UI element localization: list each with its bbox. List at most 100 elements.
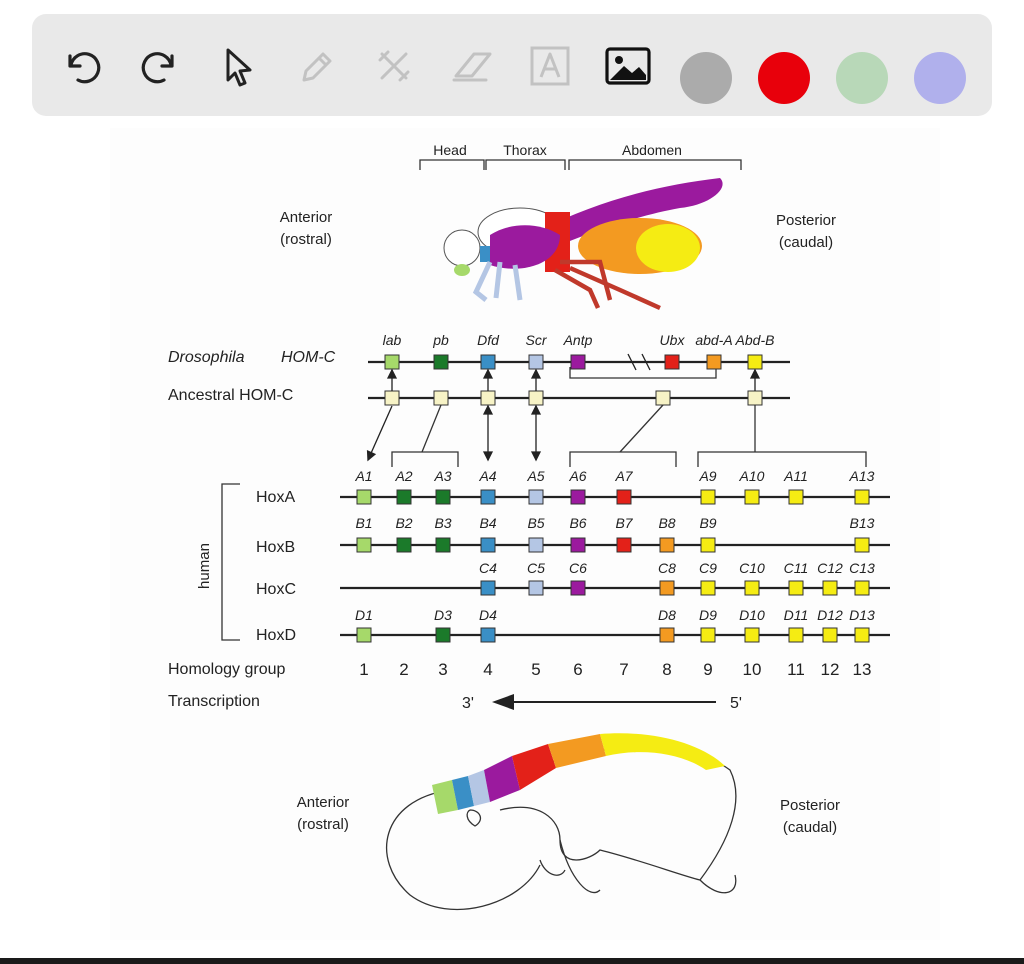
homology-group-number: 3 bbox=[438, 660, 447, 679]
homology-group-number: 5 bbox=[531, 660, 540, 679]
hoxa-gene-label: A2 bbox=[394, 468, 412, 484]
hoxd-gene-box bbox=[854, 627, 870, 643]
hoxd-gene-box bbox=[356, 627, 372, 643]
hoxd-gene-label: D10 bbox=[739, 607, 765, 623]
hoxa-gene-label: A13 bbox=[849, 468, 875, 484]
ancestral-gene-box bbox=[655, 390, 671, 406]
pen-button[interactable] bbox=[290, 40, 342, 92]
hoxa-gene-box bbox=[854, 489, 870, 505]
hoxc-gene-label: C10 bbox=[739, 560, 765, 576]
hoxc-gene-label: C9 bbox=[699, 560, 717, 576]
ancestral-gene-box bbox=[480, 390, 496, 406]
hoxb-gene-box bbox=[854, 537, 870, 553]
hoxa-gene-box bbox=[435, 489, 451, 505]
fly-anterior-label: Anterior bbox=[280, 209, 333, 226]
hoxc-gene-label: C4 bbox=[479, 560, 497, 576]
hoxb-gene-box bbox=[616, 537, 632, 553]
hoxb-gene-label: B13 bbox=[850, 515, 875, 531]
hoxd-label: HoxD bbox=[256, 627, 296, 644]
hoxb-gene-box bbox=[480, 537, 496, 553]
transcription-label: Transcription bbox=[168, 693, 260, 710]
pen-icon bbox=[302, 52, 332, 82]
hoxc-gene-label: C5 bbox=[527, 560, 545, 576]
fly-gene-label: Ubx bbox=[660, 332, 686, 348]
hoxd-gene-label: D4 bbox=[479, 607, 497, 623]
hoxd-gene-box bbox=[788, 627, 804, 643]
hoxc-gene-box bbox=[659, 580, 675, 596]
hoxd-gene-box bbox=[700, 627, 716, 643]
select-button[interactable] bbox=[212, 40, 264, 92]
homology-group-number: 6 bbox=[573, 660, 582, 679]
hoxb-gene-label: B9 bbox=[699, 515, 716, 531]
hoxd-gene-label: D11 bbox=[784, 607, 809, 623]
cursor-icon bbox=[226, 48, 252, 87]
ancestral-gene-box bbox=[747, 390, 763, 406]
hoxb-gene-label: B2 bbox=[395, 515, 412, 531]
hoxd-gene-label: D9 bbox=[699, 607, 717, 623]
hoxb-gene-label: B3 bbox=[434, 515, 451, 531]
ancestral-gene-box bbox=[528, 390, 544, 406]
hoxb-gene-box bbox=[700, 537, 716, 553]
eraser-icon bbox=[452, 52, 492, 82]
hoxa-label: HoxA bbox=[256, 489, 295, 506]
hoxc-label: HoxC bbox=[256, 581, 296, 598]
homology-group-number: 8 bbox=[662, 660, 671, 679]
tools-button[interactable] bbox=[368, 40, 420, 92]
eraser-button[interactable] bbox=[446, 40, 498, 92]
hoxa-gene-box bbox=[700, 489, 716, 505]
color-swatch-green[interactable] bbox=[836, 52, 888, 104]
ancestral-homc-label: Ancestral HOM-C bbox=[168, 387, 293, 404]
hoxc-gene-label: C13 bbox=[849, 560, 875, 576]
ancestral-gene-box bbox=[384, 390, 400, 406]
hoxa-gene-box bbox=[480, 489, 496, 505]
arrowhead bbox=[366, 450, 377, 462]
arrowhead bbox=[482, 451, 494, 462]
hoxb-gene-label: B1 bbox=[355, 515, 372, 531]
image-button[interactable] bbox=[602, 40, 654, 92]
hoxa-gene-box bbox=[528, 489, 544, 505]
color-swatch-gray[interactable] bbox=[680, 52, 732, 104]
homology-group-number: 11 bbox=[787, 660, 805, 679]
redo-button[interactable] bbox=[134, 40, 186, 92]
fly-gene-box bbox=[433, 354, 449, 370]
hoxc-gene-box bbox=[788, 580, 804, 596]
hoxc-gene-box bbox=[744, 580, 760, 596]
hoxd-gene-box bbox=[659, 627, 675, 643]
hoxd-gene-label: D13 bbox=[849, 607, 875, 623]
fly-posterior-label: Posterior bbox=[776, 212, 836, 229]
fly-gene-label: Dfd bbox=[477, 332, 500, 348]
hoxc-gene-box bbox=[700, 580, 716, 596]
fly-gene-label: Antp bbox=[563, 332, 593, 348]
arrowhead bbox=[482, 368, 494, 379]
redo-icon bbox=[141, 52, 174, 84]
color-swatch-red[interactable] bbox=[758, 52, 810, 104]
hoxb-gene-box bbox=[659, 537, 675, 553]
hoxb-gene-label: B6 bbox=[569, 515, 586, 531]
fly-posterior-sub-label: (caudal) bbox=[779, 234, 833, 251]
hoxd-gene-label: D8 bbox=[658, 607, 676, 623]
embryo-illustration bbox=[386, 746, 737, 911]
hoxb-gene-label: B7 bbox=[615, 515, 633, 531]
arrowhead bbox=[482, 404, 494, 415]
hoxb-gene-label: B5 bbox=[527, 515, 544, 531]
hoxb-gene-box bbox=[528, 537, 544, 553]
hoxc-gene-label: C11 bbox=[784, 560, 809, 576]
fly-gene-label: Abd-B bbox=[735, 332, 775, 348]
hoxc-gene-label: C12 bbox=[817, 560, 843, 576]
embryo-posterior-label: Posterior bbox=[780, 797, 840, 814]
undo-button[interactable] bbox=[56, 40, 108, 92]
hoxd-gene-label: D3 bbox=[434, 607, 452, 623]
hoxa-gene-label: A10 bbox=[739, 468, 765, 484]
text-button[interactable] bbox=[524, 40, 576, 92]
bx-c-bracket bbox=[569, 367, 717, 379]
homc-label: HOM-C bbox=[281, 349, 336, 366]
fly-gene-label: lab bbox=[383, 332, 402, 348]
color-swatch-blue[interactable] bbox=[914, 52, 966, 104]
hoxb-gene-box bbox=[396, 537, 412, 553]
embryo-gene-band bbox=[432, 733, 725, 814]
three-prime-label: 3' bbox=[462, 695, 474, 712]
fly-gene-label: pb bbox=[432, 332, 449, 348]
ancestral-gene-box bbox=[433, 390, 449, 406]
hoxc-gene-label: C6 bbox=[569, 560, 587, 576]
fly-gene-box bbox=[664, 354, 680, 370]
